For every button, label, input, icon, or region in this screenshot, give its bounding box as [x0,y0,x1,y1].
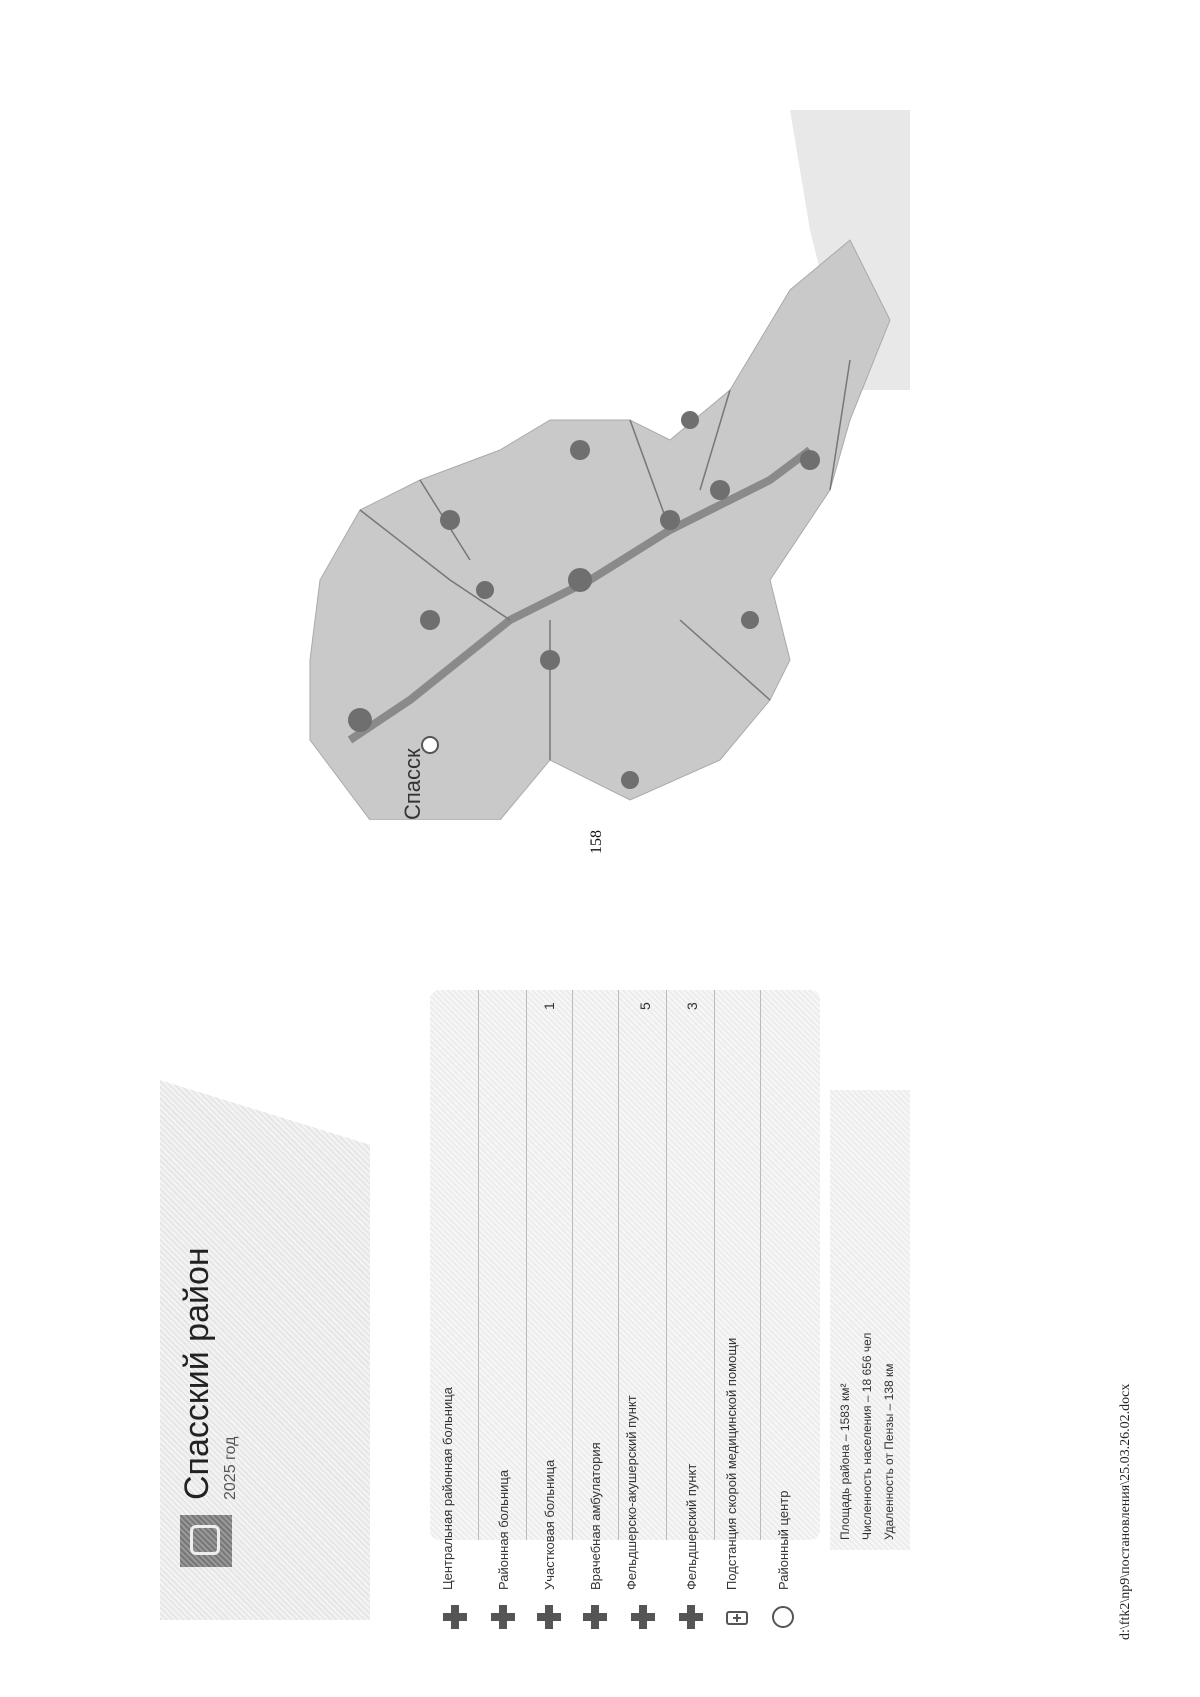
facility-marker [741,611,759,629]
stats-area: Площадь района – 1583 км² [838,1383,852,1540]
legend-label: Врачебная амбулатория [588,1442,603,1590]
red-cross-icon [491,1605,515,1629]
circle-icon [772,1606,794,1628]
legend-label: Районная больница [496,1469,511,1590]
facility-marker [710,480,730,500]
footer-path-text: d:\ftk2\np9\постановления\25.03.26.02.do… [1118,1383,1133,1640]
legend-label: Районный центр [776,1490,791,1590]
facility-marker [420,610,440,630]
red-cross-icon [679,1605,703,1629]
facility-marker [681,411,699,429]
red-cross-icon [631,1605,655,1629]
legend-count: 5 [637,1002,653,1010]
facility-marker [800,450,820,470]
facility-marker [476,581,494,599]
stats-population: Численность населения – 18 656 чел [860,1332,874,1540]
legend-count: 3 [684,1002,700,1010]
legend-label: Участковая больница [542,1459,557,1590]
district-map: Спасск [309,110,910,820]
stats-distance: Удаленность от Пензы – 138 км [882,1363,896,1540]
district-center-circle [421,736,439,754]
page-number: 158 [588,824,612,864]
legend-label: Центральная районная больница [440,1387,455,1590]
legend-label: Фельдшерский пункт [684,1463,699,1590]
facility-marker [568,568,592,592]
facility-markers [348,411,820,789]
facility-marker [540,650,560,670]
facility-marker [621,771,639,789]
ambulance-icon [726,1611,748,1625]
facility-marker [440,510,460,530]
center-label: Спасск [400,748,425,820]
stats-panel [830,1090,910,1550]
district-region [309,239,891,820]
facility-marker [660,510,680,530]
facility-marker [348,708,372,732]
facility-marker [570,440,590,460]
legend-label: Фельдшерско-акушерский пункт [624,1395,639,1590]
legend-label: Подстанция скорой медицинской помощи [724,1337,739,1590]
red-cross-icon [583,1605,607,1629]
district-title: Спасский район [178,1247,216,1500]
red-cross-icon [537,1605,561,1629]
page-number-text: 158 [588,830,605,854]
red-cross-icon [443,1605,467,1629]
district-logo-icon [180,1515,232,1567]
legend-count: 1 [541,1002,557,1010]
district-year: 2025 год [222,1436,239,1500]
legend-panel [430,990,820,1540]
